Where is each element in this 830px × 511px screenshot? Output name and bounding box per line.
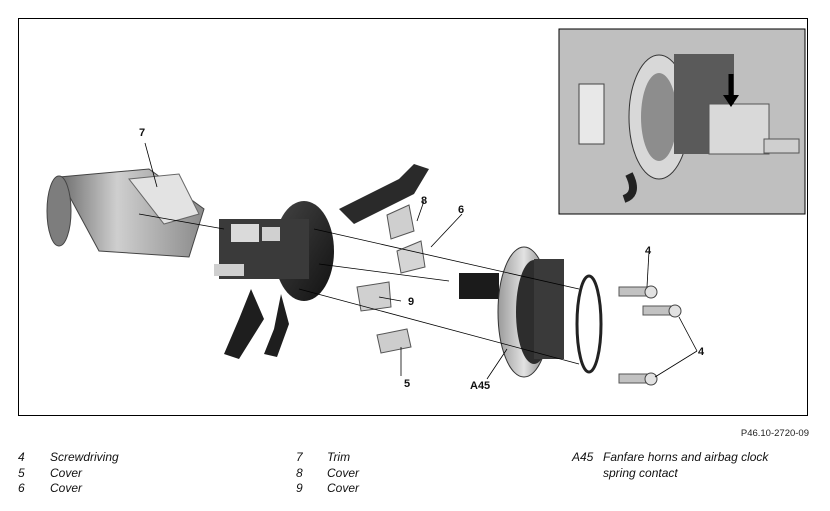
exploded-view-illustration: 7 8 6 9 5 4 4 A45 (46, 28, 806, 392)
screw-middle (642, 304, 682, 318)
legend-number: A45 (572, 450, 594, 464)
legend-text: Trim (327, 450, 351, 464)
leader-lines (138, 142, 698, 380)
callout-8: 8 (421, 195, 427, 207)
steering-column-switch-module (214, 164, 429, 359)
legend-number: 9 (296, 481, 303, 495)
cover-6 (396, 240, 426, 274)
callout-4-right: 4 (698, 346, 705, 358)
legend-item: 6 Cover (18, 481, 119, 497)
cover-5 (376, 328, 412, 354)
legend-item: A45 Fanfare horns and airbag clock spring… (572, 450, 793, 481)
legend-number: 8 (296, 465, 303, 480)
legend-item: 5 Cover (18, 466, 119, 482)
cover-9 (356, 281, 392, 312)
legend-text: Screwdriving (50, 450, 119, 464)
legend-text: Cover (50, 465, 83, 480)
legend-item: 8 Cover (296, 466, 359, 482)
figure-frame: 7 8 6 9 5 4 4 A45 (18, 18, 808, 416)
inset-detail-view (558, 28, 806, 215)
callout-5: 5 (404, 378, 410, 390)
legend-item: 4 Screwdriving (18, 450, 119, 466)
legend-number: 5 (18, 465, 25, 480)
trim-part (46, 168, 205, 258)
legend-text: Cover (327, 481, 360, 495)
legend-text: Cover (327, 465, 360, 480)
legend-item: 7 Trim (296, 450, 359, 466)
callout-9: 9 (408, 296, 414, 308)
callout-6: 6 (458, 204, 464, 216)
figure-reference: P46.10-2720-09 (740, 428, 809, 439)
cover-8 (386, 204, 415, 240)
legend-column-3: A45 Fanfare horns and airbag clock spring… (572, 450, 793, 481)
legend-number: 6 (18, 481, 25, 495)
legend-item: 9 Cover (296, 481, 359, 497)
legend-text: Fanfare horns and airbag clock spring co… (603, 450, 769, 480)
callout-7: 7 (139, 127, 145, 139)
legend-text: Cover (50, 481, 83, 495)
screw-upper (618, 285, 658, 299)
screw-lower (618, 372, 658, 386)
legend-number: 7 (296, 450, 303, 464)
legend-number: 4 (18, 450, 25, 464)
clock-spring-contact (459, 246, 603, 378)
callout-a45: A45 (470, 380, 490, 392)
callout-4-top: 4 (645, 245, 652, 257)
